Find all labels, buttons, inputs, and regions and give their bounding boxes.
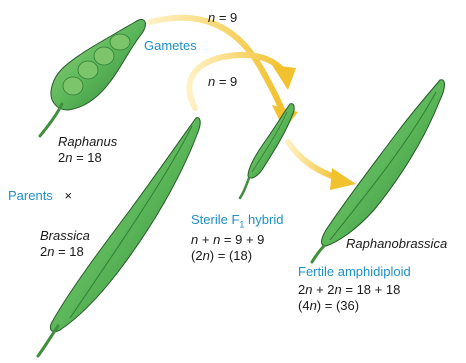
- gamete-count-second: n = 9: [208, 74, 237, 89]
- raphanobrassica-name: Raphanobrassica: [346, 236, 447, 251]
- parents-text: Parents: [8, 188, 53, 203]
- gamete-count-top: n = 9: [208, 10, 237, 25]
- cross-symbol: ×: [64, 188, 72, 203]
- brassica-name: Brassica: [40, 228, 90, 243]
- sterile-hybrid-eq1: n + n = 9 + 9: [191, 232, 264, 247]
- fertile-amphidiploid-title: Fertile amphidiploid: [298, 264, 411, 279]
- fertile-eq1: 2n + 2n = 18 + 18: [298, 282, 400, 297]
- raphanus-name: Raphanus: [58, 134, 117, 149]
- raphanus-pod: [40, 20, 145, 136]
- fertile-eq2: (4n) = (36): [298, 298, 359, 313]
- sterile-hybrid-pod: [240, 104, 294, 198]
- gametes-label: Gametes: [144, 38, 197, 53]
- hybrid-arrow: [288, 142, 356, 190]
- sterile-hybrid-eq2: (2n) = (18): [191, 248, 252, 263]
- sterile-hybrid-title: Sterile F1 hybrid: [191, 212, 283, 233]
- parents-label: Parents ×: [8, 188, 72, 203]
- raphanus-chromosomes: 2n = 18: [58, 150, 102, 165]
- brassica-chromosomes: 2n = 18: [40, 244, 84, 259]
